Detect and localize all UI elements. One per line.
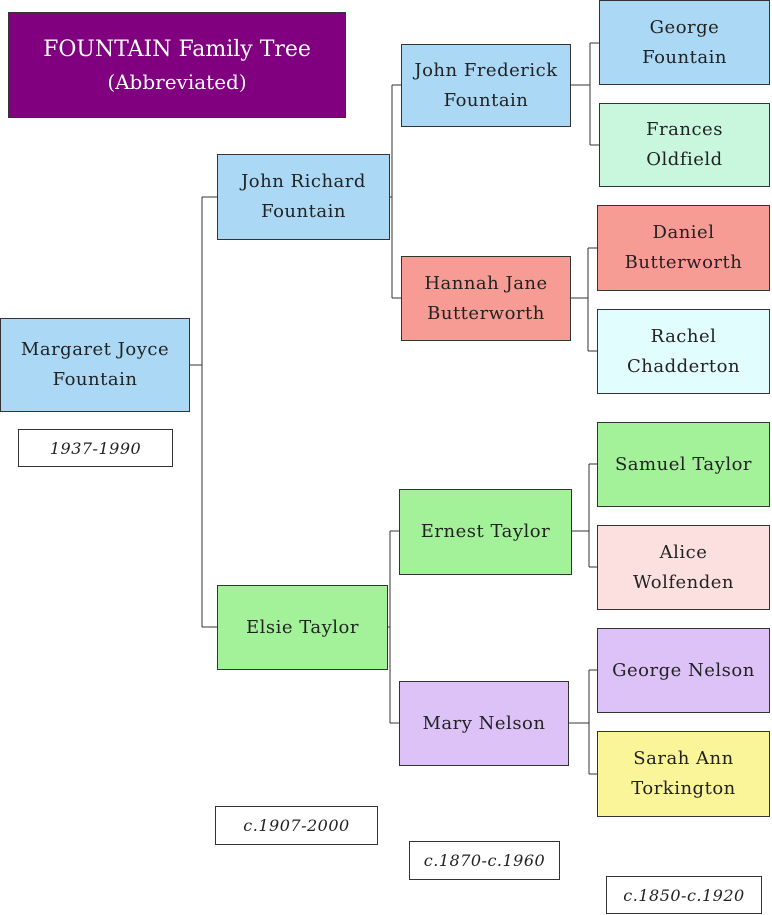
tree-title-main: FOUNTAIN Family Tree bbox=[43, 37, 311, 62]
date-range-gen1: 1937-1990 bbox=[18, 429, 173, 467]
person-daniel-butterworth[interactable]: Daniel Butterworth bbox=[597, 205, 770, 291]
person-george-fountain[interactable]: George Fountain bbox=[599, 0, 770, 85]
tree-title: FOUNTAIN Family Tree (Abbreviated) bbox=[8, 12, 346, 118]
person-john-frederick-fountain[interactable]: John Frederick Fountain bbox=[401, 44, 571, 127]
tree-title-sub: (Abbreviated) bbox=[107, 70, 247, 94]
person-frances-oldfield[interactable]: Frances Oldfield bbox=[599, 103, 770, 187]
person-john-richard-fountain[interactable]: John Richard Fountain bbox=[217, 154, 390, 240]
person-ernest-taylor[interactable]: Ernest Taylor bbox=[399, 489, 572, 575]
date-range-gen4: c.1850-c.1920 bbox=[606, 876, 762, 914]
date-range-gen2: c.1907-2000 bbox=[215, 806, 378, 845]
date-range-gen3: c.1870-c.1960 bbox=[409, 841, 560, 880]
person-alice-wolfenden[interactable]: Alice Wolfenden bbox=[597, 525, 770, 610]
person-george-nelson[interactable]: George Nelson bbox=[597, 628, 770, 713]
person-elsie-taylor[interactable]: Elsie Taylor bbox=[217, 585, 388, 670]
person-margaret-joyce-fountain[interactable]: Margaret Joyce Fountain bbox=[0, 318, 190, 412]
person-mary-nelson[interactable]: Mary Nelson bbox=[399, 681, 569, 766]
person-rachel-chadderton[interactable]: Rachel Chadderton bbox=[597, 309, 770, 394]
person-hannah-jane-butterworth[interactable]: Hannah Jane Butterworth bbox=[401, 256, 571, 341]
person-samuel-taylor[interactable]: Samuel Taylor bbox=[597, 422, 770, 507]
person-sarah-ann-torkington[interactable]: Sarah Ann Torkington bbox=[597, 731, 770, 817]
